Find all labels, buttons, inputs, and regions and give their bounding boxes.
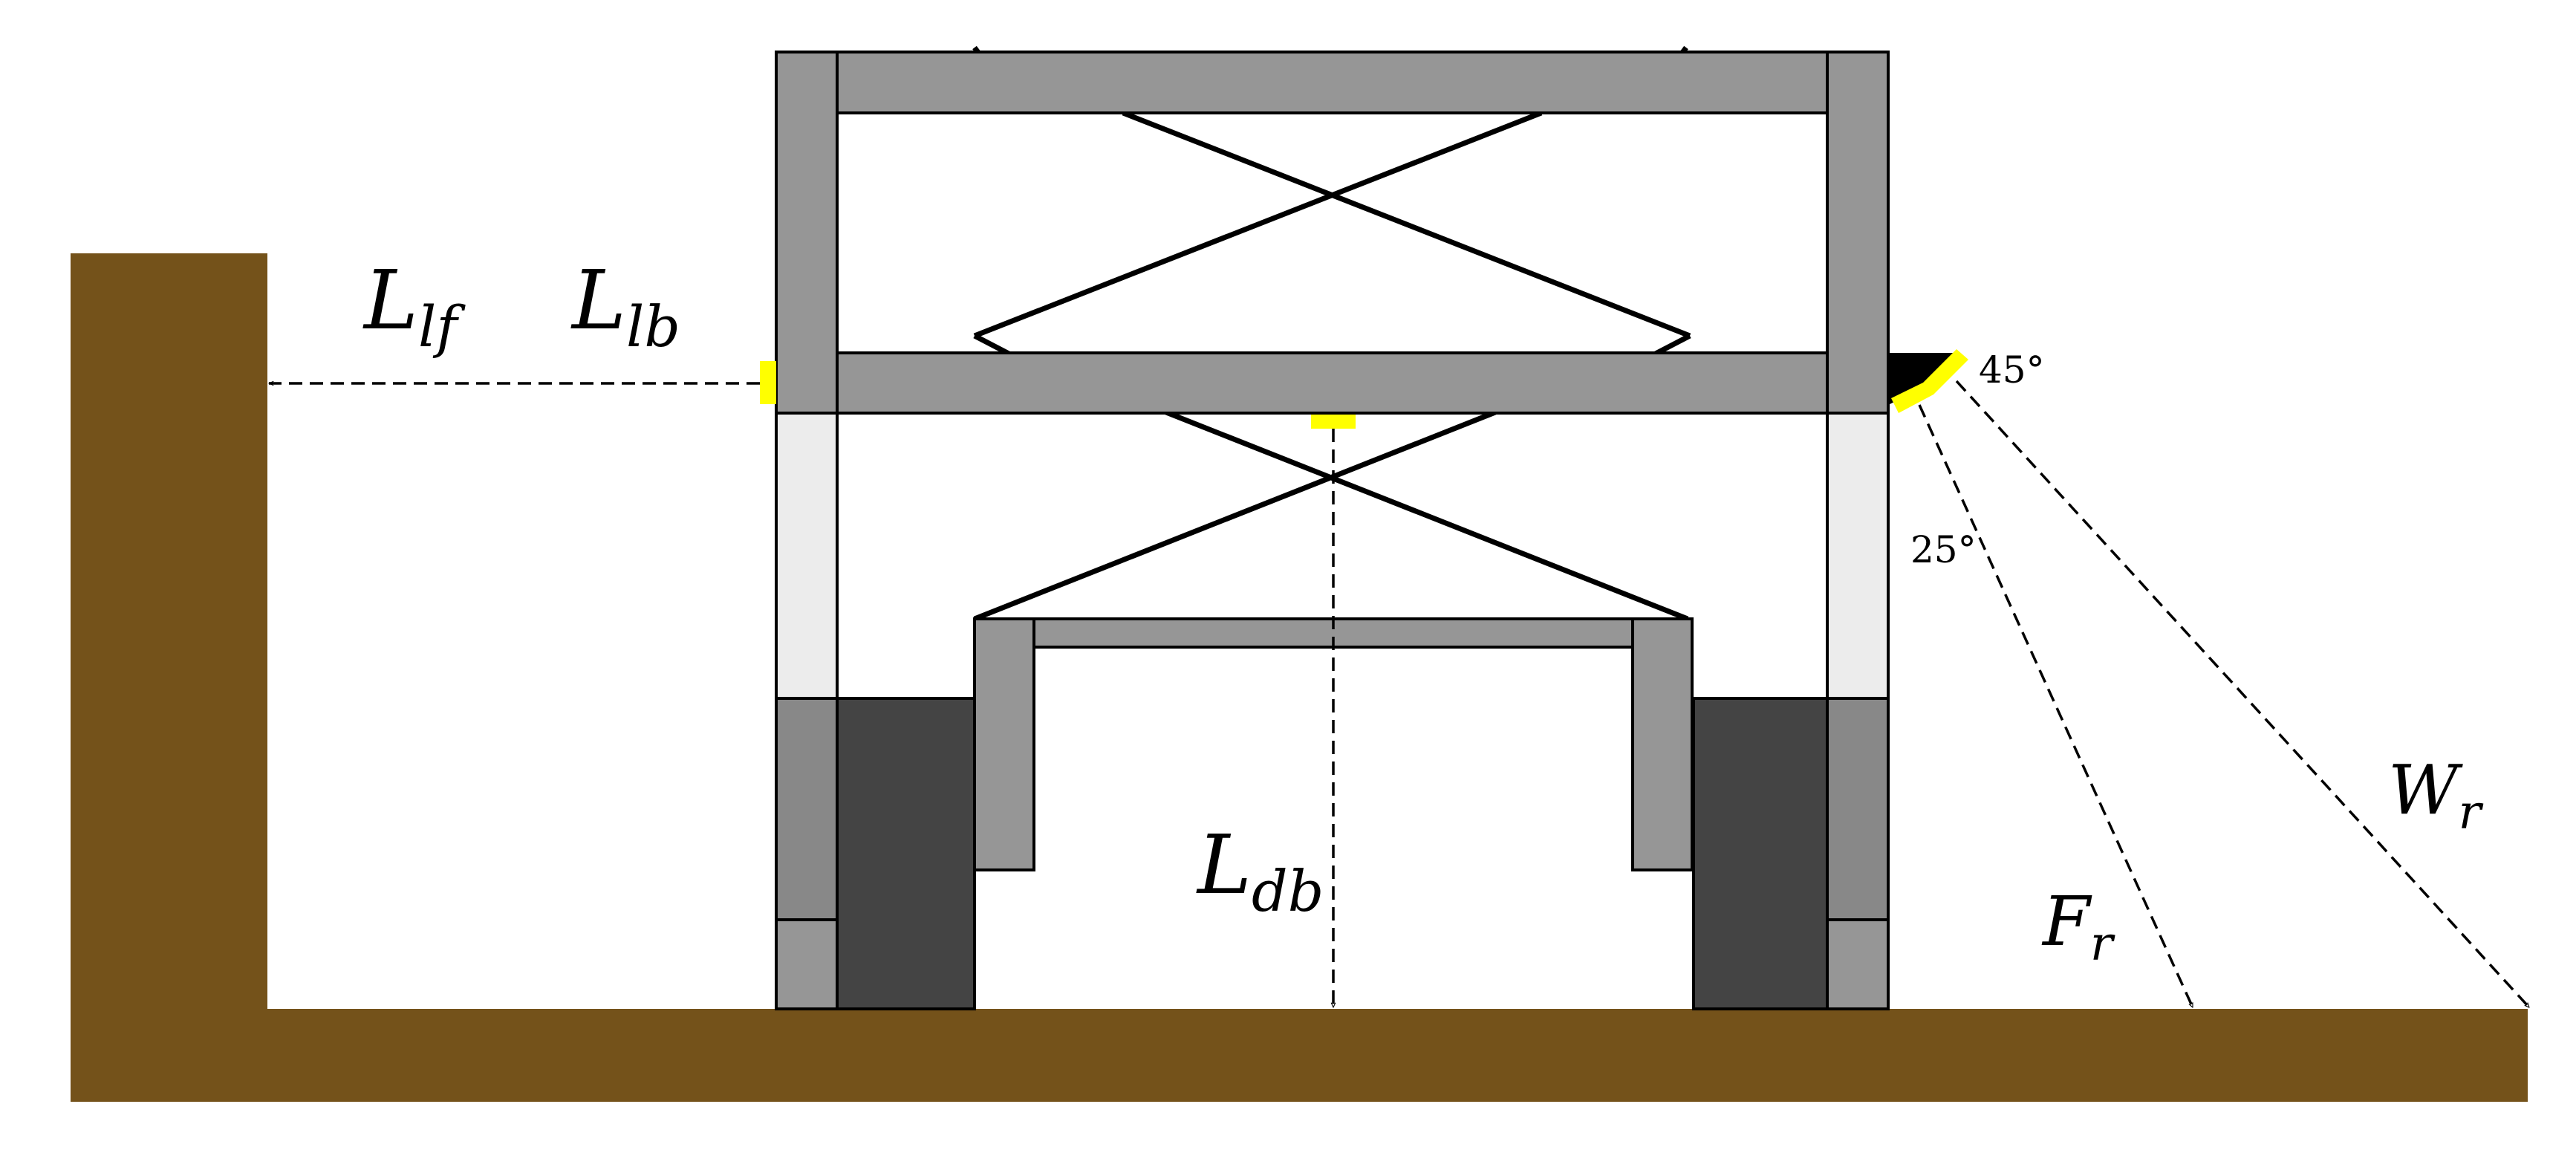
angle-25-label: 25° — [1910, 528, 1977, 571]
label-llf: Llf — [362, 253, 466, 360]
right-sensor — [1891, 349, 1968, 413]
left-sensor — [760, 361, 776, 404]
wall-range-line — [1955, 380, 2531, 1009]
frame-middle-beam — [775, 351, 1890, 415]
right-post-lower — [1826, 697, 1890, 921]
left-post-light — [775, 412, 839, 700]
label-wr: Wr — [2388, 750, 2484, 840]
frame-top-beam — [775, 51, 1890, 114]
label-llb: Llb — [570, 253, 680, 360]
bottom-sensor — [1311, 415, 1356, 429]
ground — [71, 253, 2528, 1102]
sensors — [760, 349, 1968, 429]
robot-frame — [775, 51, 1890, 1010]
label-ldb: Ldb — [1196, 817, 1324, 924]
right-post-light — [1826, 412, 1890, 700]
left-post-upper — [775, 51, 839, 415]
front-range-line — [1918, 404, 2194, 1007]
lower-scissor-lift — [973, 409, 1689, 622]
floor — [71, 1009, 2528, 1102]
left-post-foot — [775, 918, 839, 1010]
inner-left-post — [973, 617, 1035, 871]
right-post-upper — [1826, 51, 1890, 415]
label-fr: Fr — [2041, 882, 2115, 972]
inner-right-post — [1631, 617, 1694, 871]
left-wall — [71, 253, 267, 1102]
measurement-lines — [269, 380, 2531, 1009]
right-post-foot — [1826, 918, 1890, 1010]
angle-45-label: 45° — [1979, 348, 2045, 392]
left-post-lower — [775, 697, 839, 921]
labels: Llf Llb Ldb Fr Wr 45° 25° — [362, 253, 2484, 972]
upper-scissor-lift — [972, 45, 1691, 357]
left-wheel — [836, 697, 976, 1010]
right-wheel — [1692, 697, 1829, 1010]
